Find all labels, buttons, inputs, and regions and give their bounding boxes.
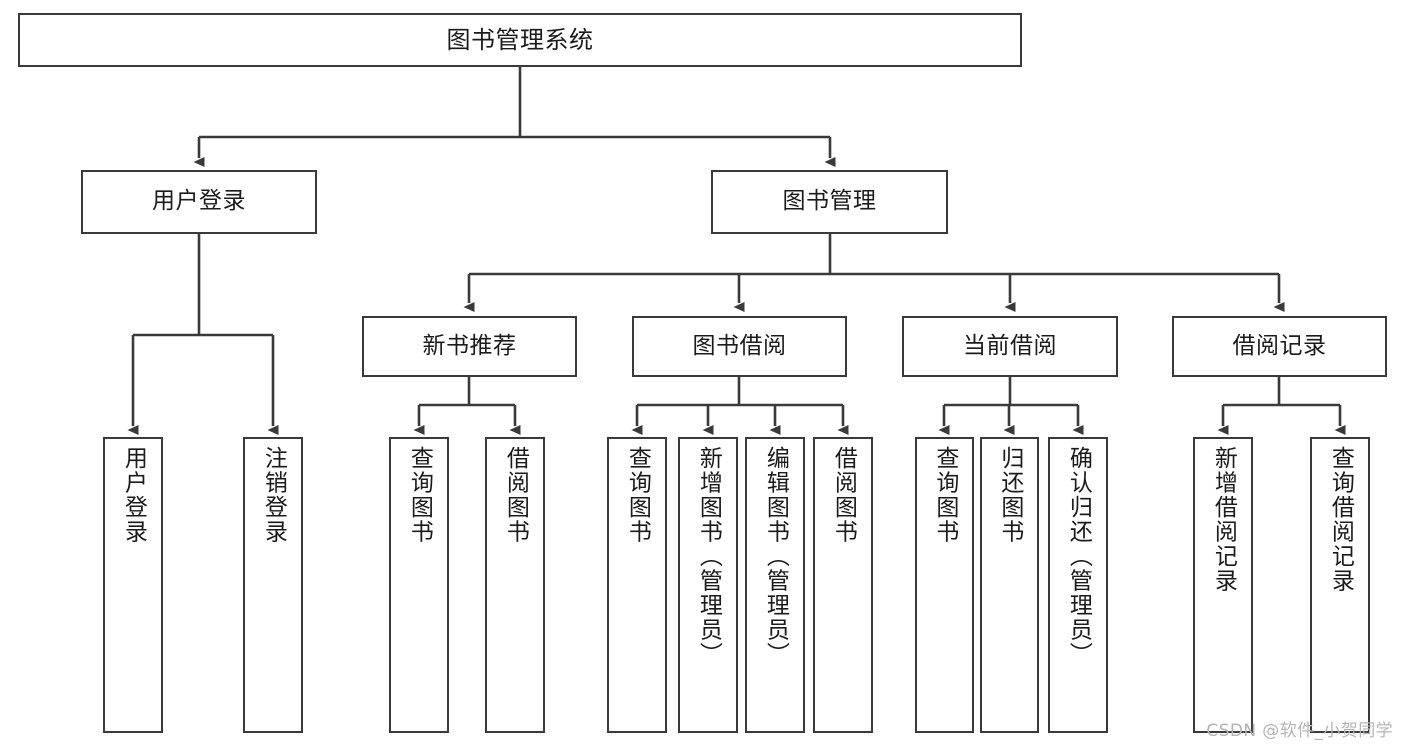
leaf-user-login-login[interactable]: 用户登录 [103,437,163,733]
leaf-book-borrow-add[interactable]: 新增图书（管理员） [678,437,738,733]
node-root-system[interactable]: 图书管理系统 [18,13,1022,67]
node-label: 新书推荐 [422,332,517,359]
node-label: 新增图书（管理员） [695,446,722,667]
node-user-login[interactable]: 用户登录 [81,170,317,234]
leaf-current-borrow-return[interactable]: 归还图书 [980,437,1039,733]
node-label: 用户登录 [152,188,246,215]
node-book-borrow[interactable]: 图书借阅 [632,316,847,377]
node-label: 借阅图书 [830,446,857,544]
leaf-new-book-borrow[interactable]: 借阅图书 [485,437,545,733]
leaf-user-login-logout[interactable]: 注销登录 [243,437,303,733]
node-label: 查询图书 [406,446,433,544]
node-label: 借阅图书 [502,446,529,544]
leaf-new-book-query[interactable]: 查询图书 [389,437,449,733]
node-book-management[interactable]: 图书管理 [711,170,948,234]
node-label: 图书借阅 [692,332,787,359]
node-borrow-record[interactable]: 借阅记录 [1172,316,1387,377]
node-label: 归还图书 [996,446,1023,544]
node-label: 注销登录 [260,446,287,544]
node-label: 编辑图书（管理员） [762,446,789,667]
node-label: 图书管理系统 [446,25,594,54]
leaf-current-borrow-query[interactable]: 查询图书 [915,437,974,733]
node-new-book-recommend[interactable]: 新书推荐 [362,316,577,377]
csdn-watermark: CSDN @软件_小贺同学 [1206,721,1393,741]
leaf-book-borrow-query[interactable]: 查询图书 [607,437,667,733]
node-current-borrow[interactable]: 当前借阅 [902,316,1118,377]
node-label: 查询图书 [624,446,651,544]
node-label: 确认归还（管理员） [1065,446,1092,667]
node-label: 借阅记录 [1232,332,1327,359]
node-label: 当前借阅 [963,332,1057,359]
node-label: 新增借阅记录 [1210,446,1237,593]
node-label: 用户登录 [120,446,147,544]
node-label: 查询借阅记录 [1327,446,1354,593]
node-label: 查询图书 [931,446,958,544]
leaf-borrow-record-add[interactable]: 新增借阅记录 [1193,437,1253,733]
node-label: 图书管理 [782,188,877,215]
leaf-book-borrow-borrow[interactable]: 借阅图书 [813,437,873,733]
leaf-borrow-record-query[interactable]: 查询借阅记录 [1310,437,1370,733]
leaf-book-borrow-edit[interactable]: 编辑图书（管理员） [745,437,805,733]
leaf-current-borrow-confirm-return[interactable]: 确认归还（管理员） [1048,437,1108,733]
